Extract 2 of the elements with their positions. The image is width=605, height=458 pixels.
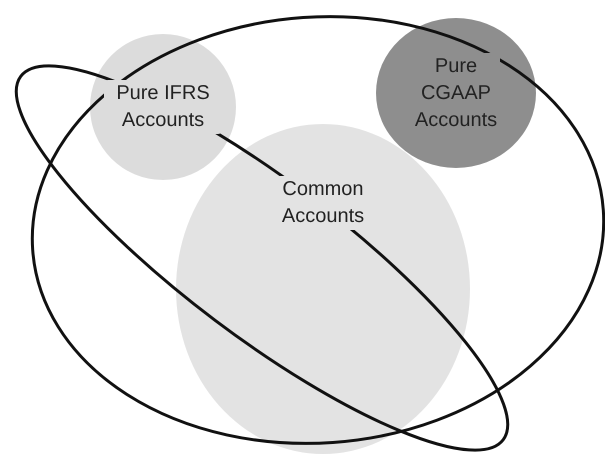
circle-label: Pure IFRS Accounts [104, 80, 222, 134]
ellipse-outline [31, 15, 605, 445]
